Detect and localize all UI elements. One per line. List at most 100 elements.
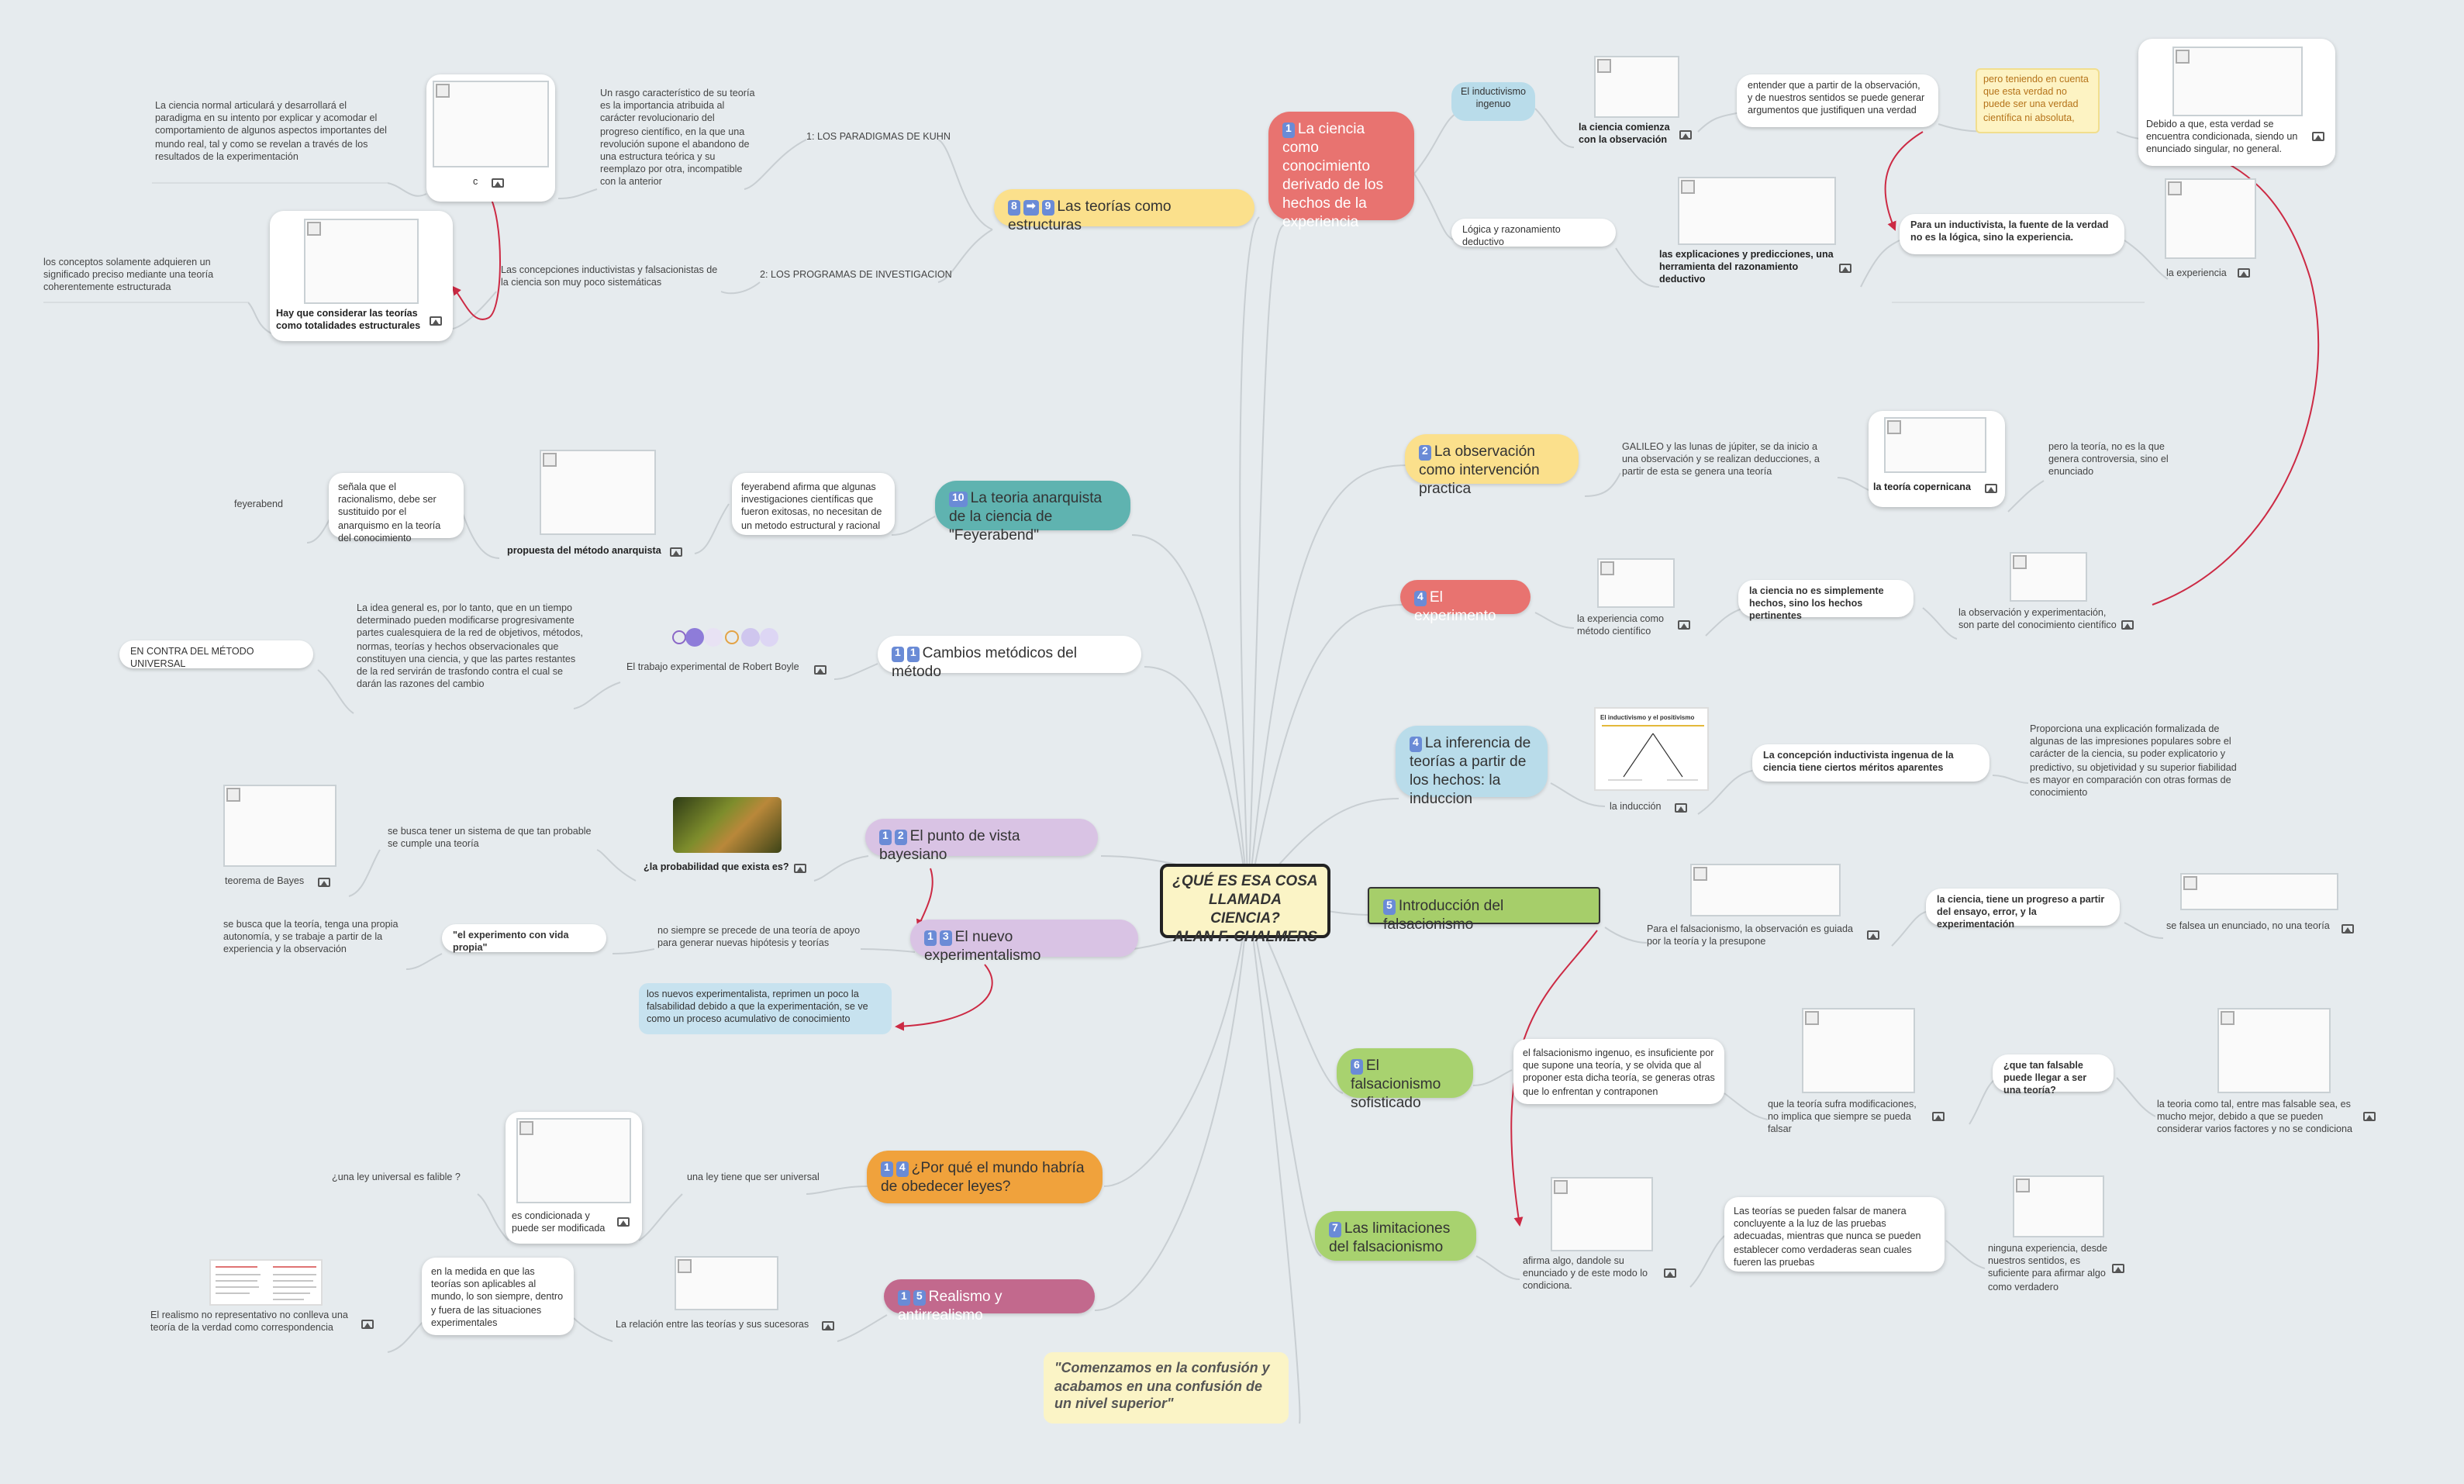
image-icon[interactable] bbox=[2312, 132, 2324, 141]
note-text: pero teniendo en cuenta que esta verdad … bbox=[1983, 74, 2089, 124]
logica-deductivo-pill[interactable]: Lógica y razonamiento deductivo bbox=[1451, 219, 1616, 248]
image-placeholder bbox=[1678, 177, 1836, 245]
badge-icon: 6 bbox=[1351, 1059, 1363, 1075]
copernicana-card[interactable]: la teoría copernicana bbox=[1869, 411, 2005, 507]
image-icon[interactable] bbox=[670, 547, 682, 557]
sistema-text: se busca tener un sistema de que tan pro… bbox=[388, 827, 592, 851]
image-icon[interactable] bbox=[2363, 1112, 2376, 1121]
medida-card[interactable]: en la medida en que las teorías son apli… bbox=[422, 1258, 574, 1335]
image-icon[interactable] bbox=[1664, 1268, 1676, 1278]
contra-metodo-pill[interactable]: EN CONTRA DEL MÉTODO UNIVERSAL bbox=[119, 640, 313, 670]
image-icon[interactable] bbox=[430, 316, 442, 326]
feyerabend-afirma-card[interactable]: feyerabend afirma que algunas investigac… bbox=[732, 473, 895, 535]
concepcion-card[interactable]: La concepción inductivista ingenua de la… bbox=[1752, 744, 1989, 782]
teoria-como-tal-text: la teoria como tal, entre mas falsable s… bbox=[2157, 1099, 2353, 1136]
image-icon[interactable] bbox=[1678, 620, 1690, 630]
pill-text: "el experimento con vida propia" bbox=[453, 930, 569, 954]
badge-icon: ➡ bbox=[1023, 200, 1039, 216]
card-text: el falsacionismo ingenuo, es insuficient… bbox=[1523, 1048, 1715, 1098]
condicionada-card[interactable]: es condicionada y puede ser modificada bbox=[506, 1112, 642, 1244]
card-text: es condicionada y puede ser modificada bbox=[512, 1211, 606, 1235]
image-placeholder bbox=[223, 785, 336, 867]
card-text: Las teorías se pueden falsar de manera c… bbox=[1734, 1206, 1921, 1268]
totalidades-card[interactable]: Hay que considerar las teorías como tota… bbox=[270, 211, 453, 341]
idea-general-text: La idea general es, por lo tanto, que en… bbox=[357, 603, 583, 691]
card-text: c bbox=[473, 177, 478, 188]
ingenuo-card[interactable]: el falsacionismo ingenuo, es insuficient… bbox=[1513, 1039, 1724, 1104]
image-icon[interactable] bbox=[318, 878, 330, 887]
que-tan-falsable-card[interactable]: ¿que tan falsable puede llegar a ser una… bbox=[1993, 1054, 2114, 1097]
image-icon[interactable] bbox=[814, 665, 827, 675]
card-text: la teoría copernicana bbox=[1873, 482, 1971, 493]
image-icon[interactable] bbox=[2341, 924, 2354, 934]
image-icon[interactable] bbox=[492, 178, 504, 188]
image-icon[interactable] bbox=[2121, 620, 2134, 630]
note-verdad[interactable]: pero teniendo en cuenta que esta verdad … bbox=[1976, 68, 2100, 133]
inductivismo-ingenuo-node[interactable]: El inductivismo ingenuo bbox=[1451, 82, 1535, 121]
image-icon[interactable] bbox=[1985, 484, 1997, 493]
image-icon[interactable] bbox=[1679, 130, 1692, 140]
badge-icon: 2 bbox=[1419, 445, 1431, 461]
debido-card[interactable]: Debido a que, esta verdad se encuentra c… bbox=[2138, 39, 2335, 166]
image-icon[interactable] bbox=[361, 1320, 374, 1329]
kuhn-image-card[interactable]: c bbox=[426, 74, 555, 202]
text-columns-icon bbox=[216, 1266, 316, 1300]
image-placeholder bbox=[540, 450, 656, 535]
boyle-text: El trabajo experimental de Robert Boyle bbox=[626, 662, 799, 673]
branch-label: La inferencia de teorías a partir de los… bbox=[1410, 735, 1531, 808]
central-topic[interactable]: ¿QUÉ ES ESA COSA LLAMADA CIENCIA? ALAN F… bbox=[1160, 864, 1330, 945]
badge-icon: 8 bbox=[1008, 200, 1020, 216]
senala-card[interactable]: señala que el racionalismo, debe ser sus… bbox=[329, 473, 464, 544]
guiada-teoria-text: Para el falsacionismo, la observación es… bbox=[1647, 924, 1854, 948]
inductivista-card[interactable]: Para un inductivista, la fuente de la ve… bbox=[1900, 214, 2124, 254]
image-placeholder bbox=[516, 1118, 631, 1203]
comienza-observacion-text: la ciencia comienza con la observación bbox=[1579, 123, 1670, 147]
card-text: la ciencia, tiene un progreso a partir d… bbox=[1937, 895, 2105, 931]
image-icon[interactable] bbox=[794, 864, 806, 873]
nuevos-experimentalista-note[interactable]: los nuevos experimentalista, reprimen un… bbox=[639, 983, 892, 1034]
image-placeholder bbox=[1594, 56, 1679, 118]
image-icon[interactable] bbox=[1932, 1112, 1945, 1121]
badge-icon: 7 bbox=[1329, 1222, 1341, 1237]
image-icon[interactable] bbox=[822, 1321, 834, 1330]
teorias-falsar-card[interactable]: Las teorías se pueden falsar de manera c… bbox=[1724, 1197, 1945, 1272]
card-text: Para un inductivista, la fuente de la ve… bbox=[1910, 220, 2109, 244]
badge-icon: 5 bbox=[1383, 899, 1396, 915]
image-icon[interactable] bbox=[1675, 803, 1687, 813]
badge-icon: 9 bbox=[1041, 200, 1054, 216]
entender-card[interactable]: entender que a partir de la observación,… bbox=[1737, 74, 1938, 127]
image-icon[interactable] bbox=[617, 1217, 630, 1227]
image-placeholder bbox=[2172, 47, 2303, 116]
observacion-experimentacion-text: la observación y experimentación, son pa… bbox=[1958, 608, 2117, 632]
bayes-image bbox=[673, 797, 782, 853]
badge-icon: 1 bbox=[879, 830, 892, 845]
quote-box[interactable]: "Comenzamos en la confusión y acabamos e… bbox=[1044, 1352, 1289, 1424]
image-icon[interactable] bbox=[1839, 264, 1851, 273]
vida-propia-pill[interactable]: "el experimento con vida propia" bbox=[442, 924, 606, 954]
image-icon[interactable] bbox=[2238, 268, 2250, 278]
image-placeholder bbox=[1802, 1008, 1915, 1093]
no-es-hechos-card[interactable]: la ciencia no es simplemente hechos, sin… bbox=[1738, 580, 1914, 623]
node-label: El inductivismo ingenuo bbox=[1461, 87, 1526, 111]
boyle-thumbnail bbox=[670, 623, 791, 651]
induccion-text: la inducción bbox=[1610, 802, 1662, 813]
progreso-card[interactable]: la ciencia, tiene un progreso a partir d… bbox=[1926, 889, 2120, 931]
image-icon[interactable] bbox=[2112, 1264, 2124, 1273]
image-icon[interactable] bbox=[1867, 930, 1879, 940]
autonomia-text: se busca que la teoría, tenga una propia… bbox=[223, 920, 399, 956]
